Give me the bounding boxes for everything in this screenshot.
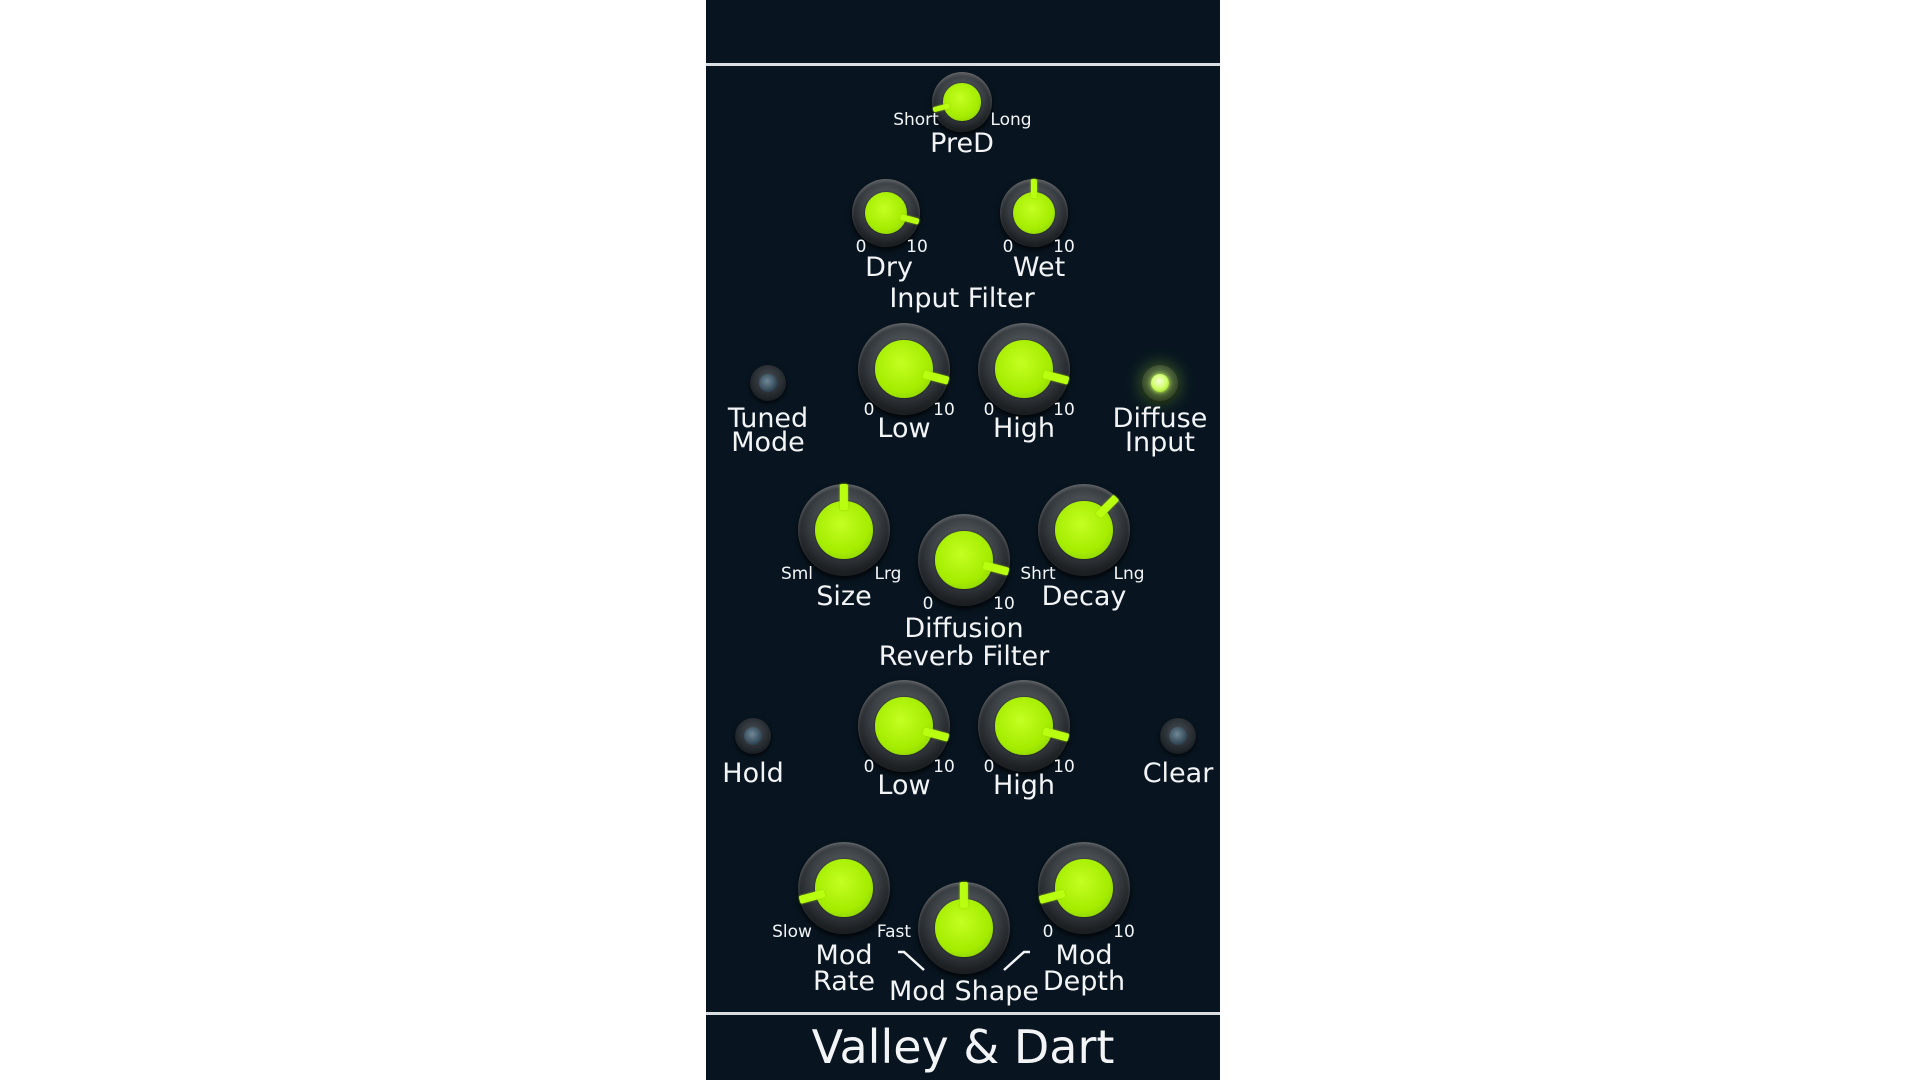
hold-label: Hold (722, 758, 784, 789)
reverb-filter-low-label: Low (877, 770, 931, 801)
mod-depth-label-1: Mod (1055, 940, 1113, 971)
diffusion-max-label: 10 (993, 594, 1015, 614)
decay-min-label: Shrt (1020, 564, 1056, 584)
input-filter-high-max: 10 (1053, 400, 1075, 420)
tuned-mode-led (759, 374, 777, 392)
dry-knob[interactable] (852, 179, 920, 247)
dry-min-label: 0 (855, 237, 867, 257)
mod-rate-label-2: Rate (813, 966, 875, 997)
reverb-filter-high-knob[interactable] (978, 680, 1070, 772)
bottom-divider (706, 1012, 1220, 1015)
clear-button[interactable] (1160, 718, 1196, 754)
mod-shape-label: Mod Shape (888, 976, 1040, 1007)
pred-max-label: Long (990, 110, 1032, 130)
module-title: Valley & Dart (811, 1020, 1115, 1074)
reverb-filter-low-max: 10 (933, 757, 955, 777)
wet-min-label: 0 (1002, 237, 1014, 257)
input-filter-low-knob[interactable] (858, 323, 950, 415)
size-max-label: Lrg (874, 564, 902, 584)
wet-label: Wet (1012, 252, 1066, 283)
diffuse-input-button[interactable] (1142, 365, 1178, 401)
ramp-down-shape-icon (898, 950, 925, 971)
wet-knob[interactable] (1000, 179, 1068, 247)
reverb-filter-high-label: High (992, 770, 1056, 801)
mod-rate-label-1: Mod (815, 940, 873, 971)
diffusion-min-label: 0 (922, 594, 934, 614)
decay-max-label: Lng (1113, 564, 1145, 584)
clear-label: Clear (1142, 758, 1214, 789)
input-filter-low-max: 10 (933, 400, 955, 420)
mod-rate-knob[interactable] (798, 842, 890, 934)
mod-depth-max-label: 10 (1113, 922, 1135, 942)
input-filter-title: Input Filter (889, 283, 1035, 314)
hold-button[interactable] (735, 718, 771, 754)
mod-depth-min-label: 0 (1042, 922, 1054, 942)
mod-shape-knob[interactable] (918, 882, 1010, 974)
clear-led (1169, 727, 1187, 745)
diffuse-input-led (1151, 374, 1169, 392)
input-filter-low-label: Low (877, 413, 931, 444)
pred-label: PreD (930, 128, 994, 159)
input-filter-high-knob[interactable] (978, 323, 1070, 415)
size-knob[interactable] (798, 484, 890, 576)
diffusion-knob[interactable] (918, 514, 1010, 606)
wet-max-label: 10 (1053, 237, 1075, 257)
mod-depth-label-2: Depth (1042, 966, 1126, 997)
pred-knob[interactable] (932, 72, 992, 132)
tuned-mode-label-1: Tuned (727, 403, 809, 434)
reverb-filter-low-knob[interactable] (858, 680, 950, 772)
mod-rate-min-label: Slow (772, 922, 812, 942)
input-filter-low-min: 0 (863, 400, 875, 420)
reverb-filter-low-min: 0 (863, 757, 875, 777)
diffuse-input-label-2: Input (1125, 427, 1195, 458)
reverb-module-panel: Short Long PreD 0 10 Dry 0 10 Wet Input … (706, 0, 1220, 1080)
dry-label: Dry (865, 252, 913, 283)
reverb-filter-title: Reverb Filter (878, 641, 1050, 672)
top-divider (706, 63, 1220, 66)
ramp-up-shape-icon (1003, 950, 1030, 971)
decay-knob[interactable] (1038, 484, 1130, 576)
size-label: Size (816, 581, 872, 612)
hold-led (744, 727, 762, 745)
pred-min-label: Short (893, 110, 939, 130)
size-min-label: Sml (780, 564, 814, 584)
diffuse-input-label-1: Diffuse (1112, 403, 1208, 434)
dry-max-label: 10 (906, 237, 928, 257)
tuned-mode-label-2: Mode (731, 427, 805, 458)
diffusion-label: Diffusion (904, 613, 1024, 644)
decay-label: Decay (1041, 581, 1127, 612)
mod-rate-max-label: Fast (876, 922, 912, 942)
tuned-mode-button[interactable] (750, 365, 786, 401)
mod-depth-knob[interactable] (1038, 842, 1130, 934)
input-filter-high-min: 0 (983, 400, 995, 420)
reverb-filter-high-max: 10 (1053, 757, 1075, 777)
reverb-filter-high-min: 0 (983, 757, 995, 777)
input-filter-high-label: High (992, 413, 1056, 444)
